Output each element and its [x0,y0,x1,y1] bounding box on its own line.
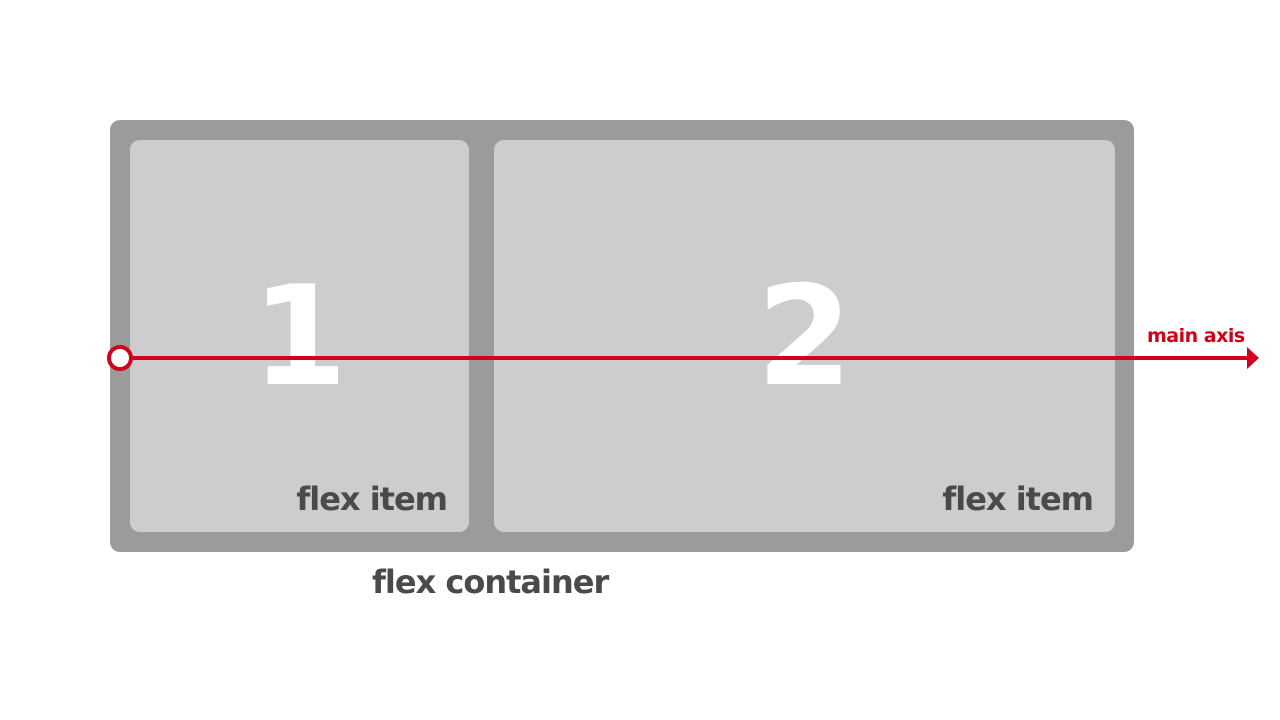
flex-item-1-number: 1 [251,256,348,417]
flex-item-2-label: flex item [942,480,1094,518]
main-axis-label: main axis [1147,325,1245,347]
flex-container-label: flex container [372,563,609,601]
flex-item-1-label: flex item [296,480,448,518]
flex-item-1: flex item [130,140,469,532]
main-axis-arrowhead [1247,347,1259,369]
flex-item-2: flex item [494,140,1115,532]
flex-item-2-number: 2 [756,256,853,417]
